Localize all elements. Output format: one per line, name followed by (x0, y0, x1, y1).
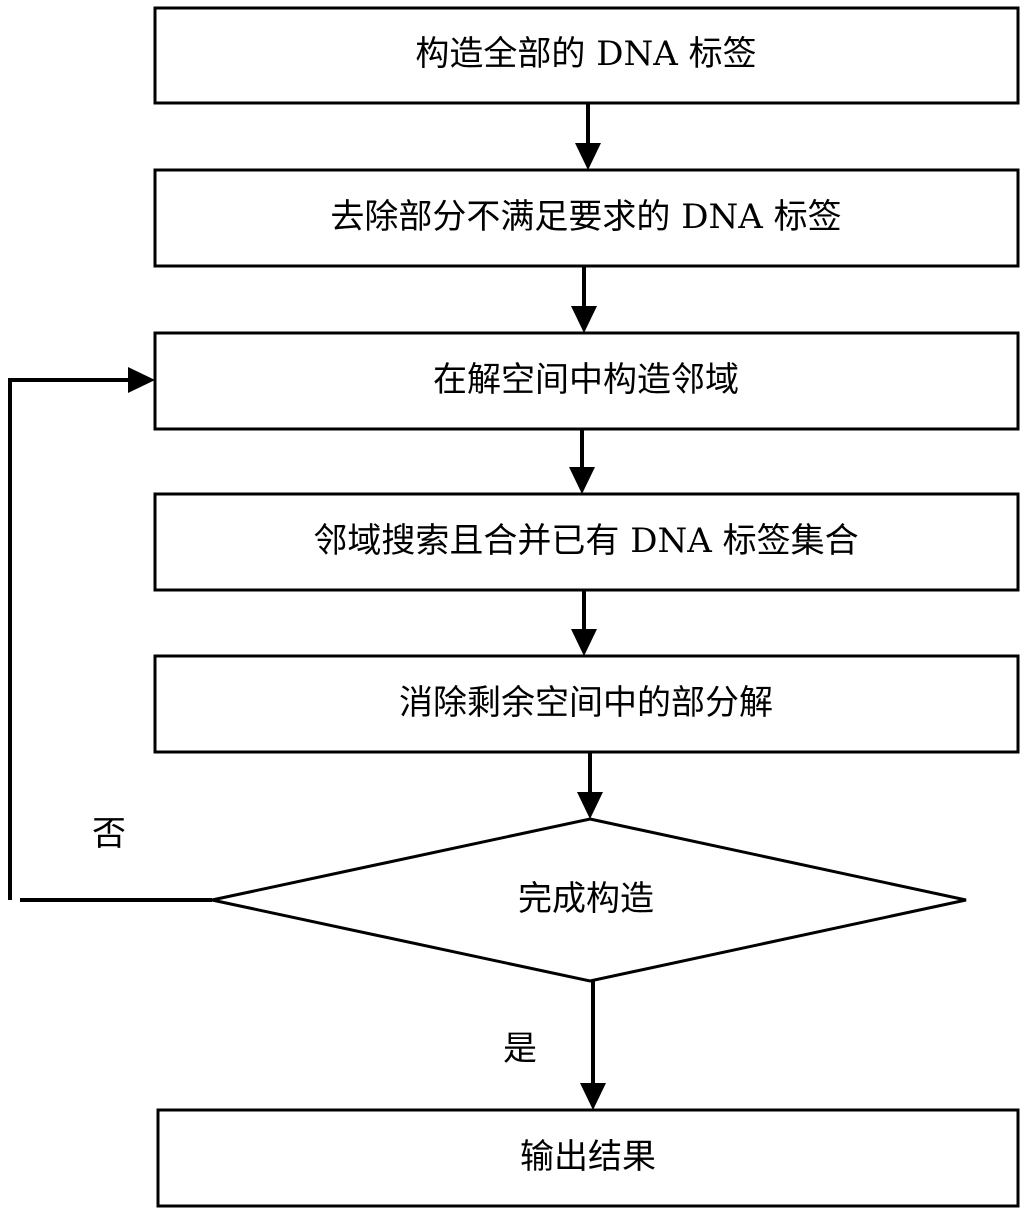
arrow-step-1-to-step-2 (575, 103, 601, 170)
arrow-step-4-to-step-5 (571, 590, 597, 656)
step-5-label: 消除剩余空间中的部分解 (399, 683, 773, 723)
no-loop-edge (8, 367, 212, 902)
step-5-node: 消除剩余空间中的部分解 (153, 654, 1020, 754)
output-node: 输出结果 (156, 1108, 1020, 1208)
step-3-label: 在解空间中构造邻域 (433, 360, 739, 400)
decision-node: 完成构造 (211, 817, 967, 983)
step-1-label: 构造全部的 DNA 标签 (415, 34, 756, 74)
output-label: 输出结果 (520, 1137, 656, 1177)
no-label: 否 (92, 814, 126, 854)
arrow-step-3-to-step-4 (569, 429, 595, 494)
decision-label: 完成构造 (518, 879, 654, 919)
yes-label: 是 (503, 1029, 537, 1069)
step-2-node: 去除部分不满足要求的 DNA 标签 (153, 168, 1020, 268)
yes-edge (580, 981, 606, 1110)
arrow-step-2-to-step-3 (571, 266, 597, 333)
step-1-node: 构造全部的 DNA 标签 (153, 6, 1020, 105)
step-4-label: 邻域搜索且合并已有 DNA 标签集合 (313, 521, 858, 561)
step-3-node: 在解空间中构造邻域 (153, 331, 1020, 431)
step-2-label: 去除部分不满足要求的 DNA 标签 (330, 197, 841, 237)
arrow-step-5-to-decision (577, 752, 603, 819)
step-4-node: 邻域搜索且合并已有 DNA 标签集合 (153, 492, 1020, 592)
